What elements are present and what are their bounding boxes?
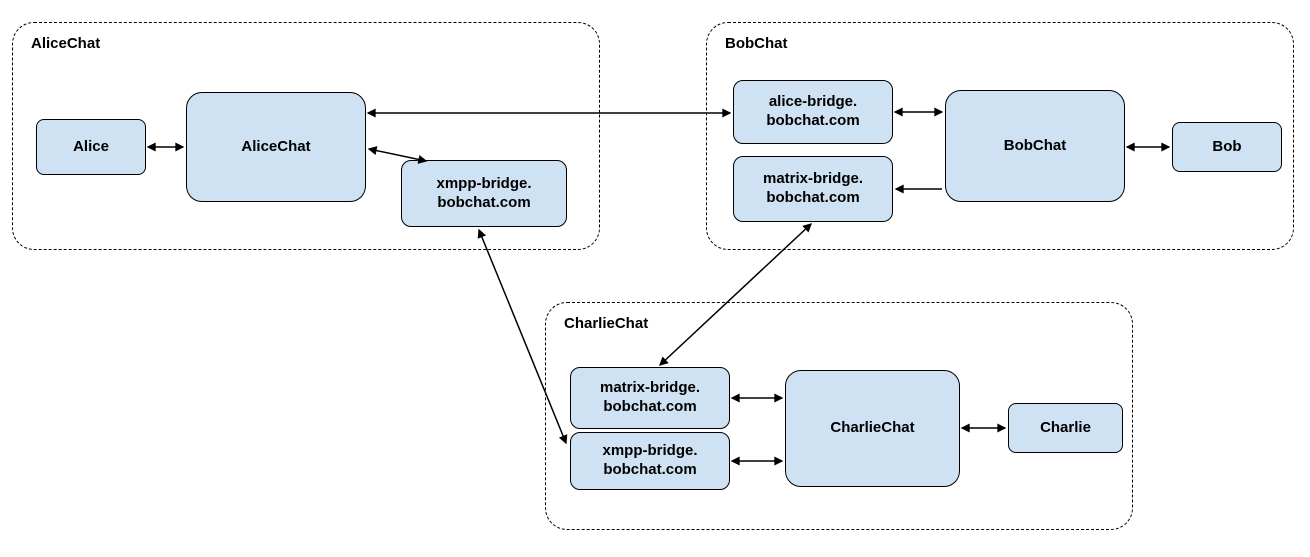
node-alice-bridge-bobchat: alice-bridge. bobchat.com (733, 80, 893, 144)
node-charliechat-server: CharlieChat (785, 370, 960, 487)
node-bobchat-server-label: BobChat (1003, 136, 1067, 154)
node-bobchat-server: BobChat (945, 90, 1125, 202)
node-alice-label: Alice (73, 137, 109, 155)
group-alicechat: AliceChat (12, 22, 600, 250)
node-bob: Bob (1172, 122, 1282, 172)
node-matrix-bridge-charliechat: matrix-bridge. bobchat.com (570, 367, 730, 429)
node-xmpp-bridge-alicechat-label: xmpp-bridge. bobchat.com (436, 174, 532, 211)
group-alicechat-label: AliceChat (31, 35, 101, 52)
node-charlie: Charlie (1008, 403, 1123, 453)
node-charlie-label: Charlie (1040, 418, 1091, 436)
node-alicechat-server: AliceChat (186, 92, 366, 202)
node-matrix-bridge-bobchat: matrix-bridge. bobchat.com (733, 156, 893, 222)
node-xmpp-bridge-alicechat: xmpp-bridge. bobchat.com (401, 160, 567, 227)
node-charliechat-server-label: CharlieChat (830, 419, 915, 437)
node-alice-bridge-bobchat-label: alice-bridge. bobchat.com (766, 93, 860, 129)
group-charliechat-label: CharlieChat (564, 315, 649, 332)
node-matrix-bridge-charliechat-label: matrix-bridge. bobchat.com (599, 379, 701, 415)
node-alice: Alice (36, 119, 146, 175)
group-bobchat-label: BobChat (725, 35, 788, 52)
node-xmpp-bridge-charliechat-label: xmpp-bridge. bobchat.com (602, 442, 698, 478)
node-alicechat-server-label: AliceChat (241, 137, 311, 155)
node-bob-label: Bob (1212, 137, 1242, 155)
node-matrix-bridge-bobchat-label: matrix-bridge. bobchat.com (762, 170, 864, 206)
node-xmpp-bridge-charliechat: xmpp-bridge. bobchat.com (570, 432, 730, 490)
group-bobchat: BobChat (706, 22, 1294, 250)
